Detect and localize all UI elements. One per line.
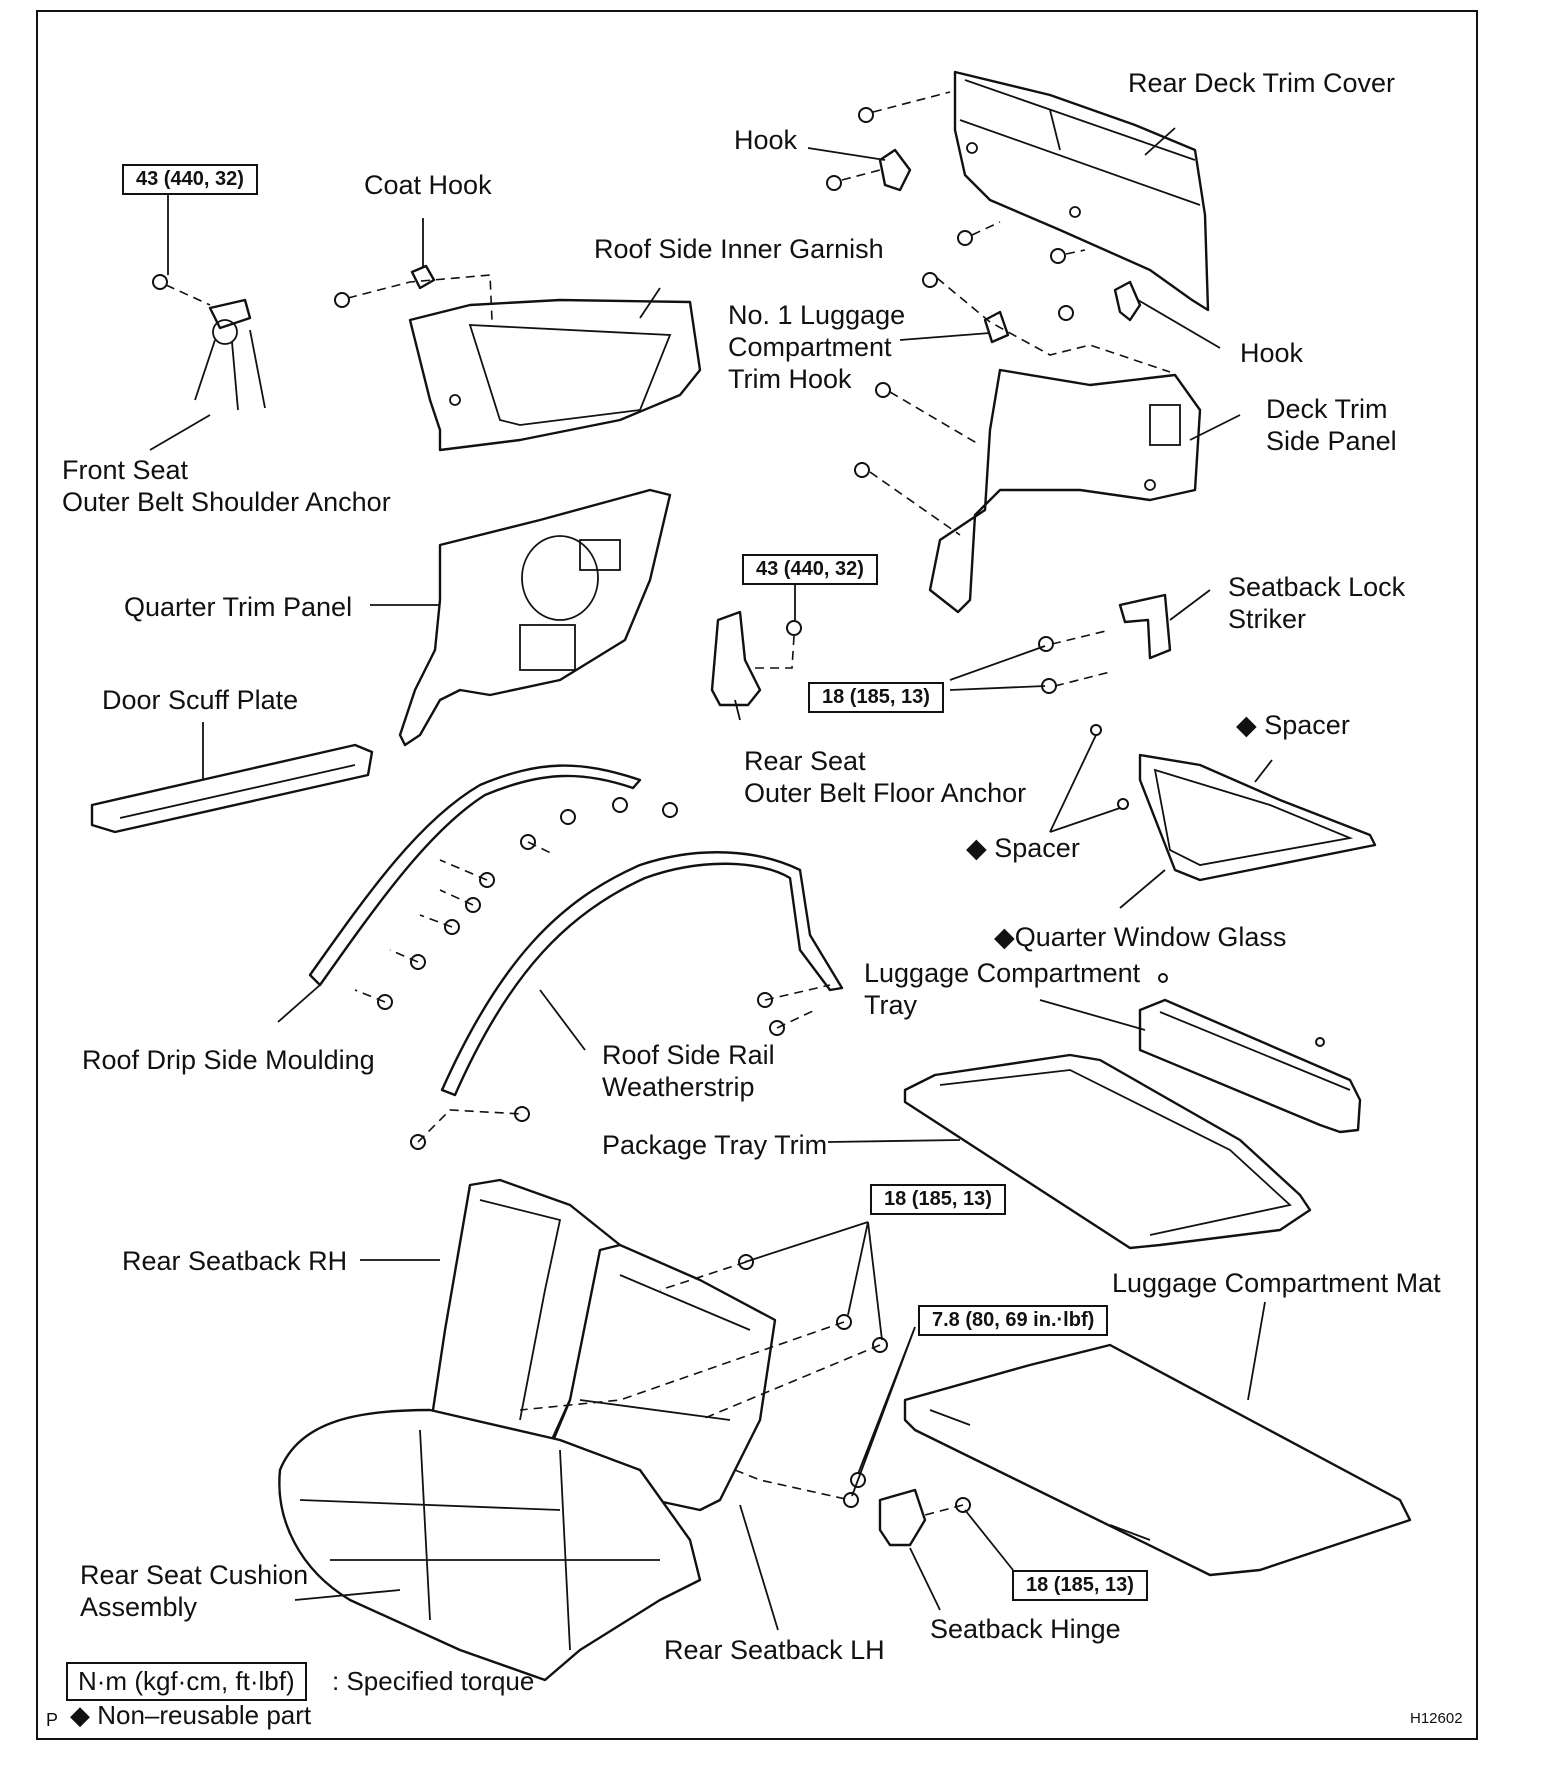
label-no1-luggage-line1: No. 1 Luggage [728, 300, 906, 330]
label-hook-right: Hook [1240, 338, 1304, 368]
label-deck-trim-line2: Side Panel [1266, 426, 1397, 456]
quarter-window-glass-drawing [1138, 753, 1377, 882]
label-no1-luggage-line2: Compartment [728, 332, 892, 362]
label-roof-drip-side-moulding: Roof Drip Side Moulding [82, 1045, 375, 1075]
roof-side-rail-weatherstrip-drawing [440, 851, 844, 1097]
label-floor-anchor-line1: Rear Seat [744, 746, 866, 776]
luggage-compartment-mat-drawing [903, 1343, 1412, 1577]
label-spacer-right: ◆ Spacer [1236, 710, 1350, 740]
figure-code: H12602 [1410, 1710, 1463, 1727]
label-rear-deck-trim-cover: Rear Deck Trim Cover [1128, 68, 1396, 98]
torque-box-seatback: 18 (185, 13) [870, 1184, 1006, 1215]
label-seatback-hinge: Seatback Hinge [930, 1614, 1121, 1644]
torque-box-hinge-small: 7.8 (80, 69 in.·lbf) [918, 1305, 1109, 1336]
door-scuff-plate-drawing [90, 743, 374, 834]
legend-unit-text: : Specified torque [332, 1666, 535, 1696]
diagram-frame [36, 10, 1478, 1740]
label-floor-anchor-line2: Outer Belt Floor Anchor [744, 778, 1027, 808]
label-weatherstrip-line1: Roof Side Rail [602, 1040, 775, 1070]
luggage-compartment-tray-drawing [1138, 998, 1362, 1134]
label-cushion-line1: Rear Seat Cushion [80, 1560, 309, 1590]
legend-unit-box: N·m (kgf·cm, ft·lbf) [66, 1662, 307, 1701]
label-striker-line2: Striker [1228, 604, 1307, 634]
label-luggage-compartment-mat: Luggage Compartment Mat [1112, 1268, 1441, 1298]
label-rear-seatback-lh: Rear Seatback LH [664, 1635, 885, 1665]
deck-trim-side-panel-drawing [928, 368, 1202, 614]
seatback-lock-striker-drawing [1118, 593, 1172, 660]
label-roof-side-inner-garnish: Roof Side Inner Garnish [594, 234, 884, 264]
label-quarter-trim-panel: Quarter Trim Panel [124, 592, 353, 622]
luggage-trim-hook-drawing [983, 310, 1010, 344]
label-no1-luggage-line3: Trim Hook [728, 364, 852, 394]
label-luggage-tray-line2: Tray [864, 990, 917, 1020]
hook-top-drawing [878, 148, 912, 192]
install-dashes [165, 91, 1171, 1516]
torque-box-anchor-floor: 43 (440, 32) [742, 554, 878, 585]
label-striker-line1: Seatback Lock [1228, 572, 1406, 602]
coat-hook-drawing [410, 264, 436, 290]
quarter-trim-panel-drawing [398, 488, 672, 747]
torque-box-hinge: 18 (185, 13) [1012, 1570, 1148, 1601]
package-tray-trim-drawing [903, 1053, 1312, 1250]
rear-seat-floor-anchor-drawing [710, 610, 762, 707]
label-rear-seatback-rh: Rear Seatback RH [122, 1246, 348, 1276]
front-seat-anchor-drawing [194, 298, 266, 411]
legend-p-mark: P [46, 1710, 59, 1730]
label-package-tray-trim: Package Tray Trim [602, 1130, 828, 1160]
hook-right-drawing [1113, 280, 1142, 322]
label-door-scuff-plate: Door Scuff Plate [102, 685, 299, 715]
label-front-seat-line2: Outer Belt Shoulder Anchor [62, 487, 391, 517]
torque-box-striker: 18 (185, 13) [808, 682, 944, 713]
label-luggage-tray-line1: Luggage Compartment [864, 958, 1141, 988]
label-quarter-window-glass: ◆Quarter Window Glass [994, 922, 1287, 952]
torque-box-anchor-top: 43 (440, 32) [122, 164, 258, 195]
label-spacer-left: ◆ Spacer [966, 833, 1080, 863]
label-hook-top: Hook [734, 125, 798, 155]
label-cushion-line2: Assembly [80, 1592, 198, 1622]
legend-nonreusable: ◆ Non–reusable part [70, 1700, 312, 1730]
label-front-seat-line1: Front Seat [62, 455, 189, 485]
seatback-hinge-drawing [878, 1488, 927, 1547]
label-deck-trim-line1: Deck Trim [1266, 394, 1388, 424]
roof-drip-moulding-drawing [308, 764, 642, 987]
roof-side-inner-garnish-drawing [408, 298, 702, 452]
label-weatherstrip-line2: Weatherstrip [602, 1072, 755, 1102]
label-coat-hook: Coat Hook [364, 170, 492, 200]
rear-seat-cushion-drawing [278, 1408, 702, 1682]
leader-lines [149, 127, 1273, 1631]
rear-deck-trim-cover-drawing [953, 70, 1210, 312]
